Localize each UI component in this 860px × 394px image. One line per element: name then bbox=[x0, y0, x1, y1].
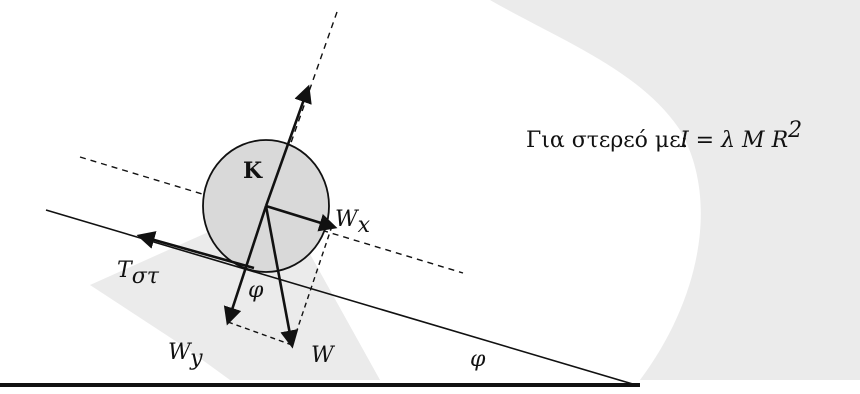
weight-label: W bbox=[311, 343, 336, 368]
component-dash-right bbox=[291, 225, 333, 346]
friction-arrow bbox=[136, 231, 255, 270]
friction-label: Tστ bbox=[117, 258, 160, 289]
weight-arrow bbox=[264, 205, 299, 349]
caption-prefix: Για στερεό με: bbox=[526, 128, 688, 153]
normal-force-arrow bbox=[264, 84, 312, 207]
angle-contact-label: φ bbox=[248, 278, 264, 303]
caption-moment-of-inertia: Για στερεό με: I = λ M R2 bbox=[526, 118, 802, 153]
caption-formula: I = λ M R2 bbox=[679, 118, 802, 153]
weight-x-label: Wx bbox=[335, 207, 371, 238]
angle-incline-label: φ bbox=[470, 347, 486, 372]
normal-axis-dashed bbox=[267, 11, 338, 209]
center-label: K bbox=[243, 158, 263, 184]
weight-y-arrow bbox=[223, 205, 268, 326]
watermark-arc-right bbox=[490, 0, 860, 380]
weight-y-label: Wy bbox=[168, 340, 203, 371]
weight-x-arrow bbox=[265, 204, 338, 232]
